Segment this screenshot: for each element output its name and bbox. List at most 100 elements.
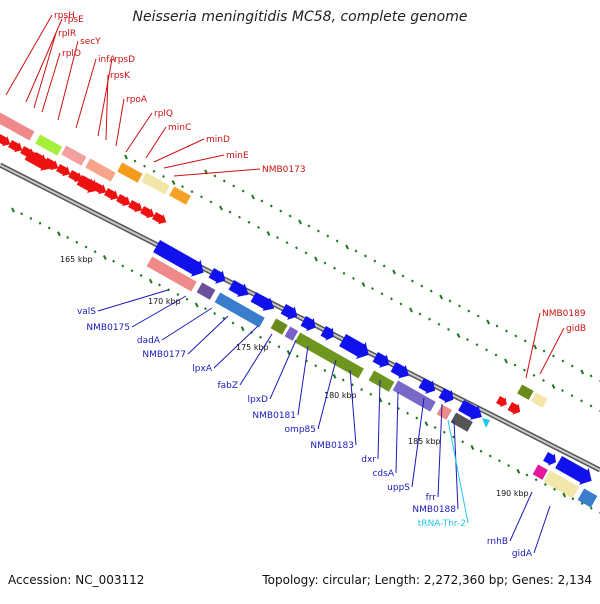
gene-arrow-forward	[543, 452, 556, 466]
scale-tick	[304, 251, 308, 255]
gene-label-rpsH: rpsH	[54, 11, 75, 21]
gene-label-NMB0183-leader	[349, 369, 357, 446]
gene-label-NMB0181: NMB0181	[252, 411, 296, 421]
gene-label-tRNA-Thr-2: tRNA-Thr-2	[418, 519, 466, 529]
scale-tick	[516, 468, 521, 474]
gene-label-omp85-leader	[317, 359, 337, 430]
scale-tick	[29, 217, 33, 220]
scale-tick	[552, 354, 555, 358]
gene-arrow-forward	[390, 362, 409, 379]
gene-arrow-forward	[418, 378, 436, 394]
scale-tick	[121, 264, 125, 268]
scale-tick	[580, 369, 585, 375]
scale-tick	[209, 200, 213, 204]
scale-tick	[314, 256, 318, 262]
gene-arrow-forward	[438, 388, 454, 404]
scale-tick	[466, 338, 469, 342]
scale-tick	[561, 389, 564, 393]
gene-label-valS-leader	[97, 289, 169, 312]
scale-tick	[247, 220, 251, 224]
gene-label-infA-leader	[75, 58, 97, 129]
gene-label-NMB0177: NMB0177	[142, 350, 186, 360]
scale-tick	[219, 205, 223, 211]
gene-label-rplQ-leader	[125, 112, 153, 153]
gene-label-gidA: gidA	[512, 549, 533, 559]
gene-block-rnhB	[531, 463, 549, 481]
gene-arrow-forward	[0, 134, 11, 147]
gene-label-rpoA-leader	[115, 98, 125, 147]
scale-tick	[542, 378, 545, 382]
scale-tick	[228, 210, 232, 214]
gene-label-NMB0189-leader	[525, 312, 541, 379]
gene-arrow-forward	[250, 292, 275, 311]
scale-tick	[57, 231, 61, 237]
scale-tick	[335, 239, 339, 243]
scale-tick	[102, 255, 107, 260]
scale-tick	[458, 304, 461, 308]
gene-label-gidB: gidB	[566, 324, 586, 334]
gene-label-infA: infA	[98, 55, 116, 65]
scale-tick	[139, 274, 143, 277]
gene-label-frr: frr	[426, 493, 437, 503]
gene-arrow-forward	[152, 212, 167, 225]
scale-tick	[371, 287, 374, 291]
scale-tick	[361, 282, 366, 287]
scale-tick	[513, 363, 517, 367]
scale-tick	[486, 319, 491, 325]
gene-label-minC-leader	[145, 126, 167, 159]
scale-tick	[411, 279, 414, 283]
scale-tick	[485, 348, 488, 352]
gene-label-NMB0175: NMB0175	[86, 323, 130, 333]
scale-tick	[380, 292, 384, 296]
scale-tick	[415, 416, 419, 420]
gene-label-NMB0177-leader	[187, 315, 229, 355]
gene-label-secY: secY	[80, 37, 101, 47]
scale-tick	[295, 246, 298, 250]
scale-tick	[495, 324, 499, 328]
gene-arrow-forward	[458, 400, 482, 420]
gene-arrow-forward	[372, 352, 390, 368]
accession-label: Accession: NC_003112	[8, 573, 145, 587]
scale-tick	[240, 326, 245, 332]
gene-arrow-forward	[300, 316, 316, 332]
gene-arrow-forward	[228, 280, 249, 297]
scale-tick	[158, 283, 161, 287]
gene-label-rplR: rplR	[58, 29, 76, 39]
scale-tick	[345, 244, 349, 250]
gene-block-minC	[168, 185, 193, 206]
scale-tick	[561, 359, 565, 363]
gene-label-fabZ-leader	[239, 333, 273, 386]
scale-tick	[570, 394, 574, 398]
gene-label-gidB-leader	[539, 327, 565, 375]
scale-tick	[185, 297, 189, 301]
scale-tick	[448, 299, 452, 303]
scale-tick	[580, 502, 584, 505]
gene-label-secY-leader	[57, 40, 79, 121]
gene-arrow-forward	[496, 396, 507, 408]
gene-label-NMB0173-leader	[173, 168, 261, 177]
gene-arrow-forward	[128, 200, 143, 213]
scale-tick	[562, 492, 567, 498]
gene-label-minE-leader	[163, 154, 225, 169]
gene-label-lpxD: lpxD	[248, 395, 269, 405]
scale-tick	[373, 259, 377, 263]
gene-arrow-trna	[482, 418, 490, 428]
scale-label: 190 kbp	[496, 489, 529, 498]
scale-tick	[285, 241, 289, 245]
gene-block-dadA	[213, 291, 266, 329]
scale-tick	[251, 194, 255, 200]
gene-label-cdsA-leader	[395, 391, 399, 474]
scale-tick	[213, 312, 217, 315]
gene-arrow-forward	[555, 456, 592, 485]
scale-tick	[342, 271, 346, 275]
scale-tick	[277, 345, 281, 349]
gene-arrow-forward	[68, 170, 83, 183]
gene-label-uppS-leader	[411, 397, 425, 488]
scale-tick	[295, 354, 299, 358]
scale-tick	[152, 169, 156, 173]
scale-tick	[525, 473, 529, 477]
scale-tick	[38, 221, 42, 225]
scale-tick	[475, 343, 479, 347]
gene-block-rpsH-rplR	[0, 111, 36, 142]
